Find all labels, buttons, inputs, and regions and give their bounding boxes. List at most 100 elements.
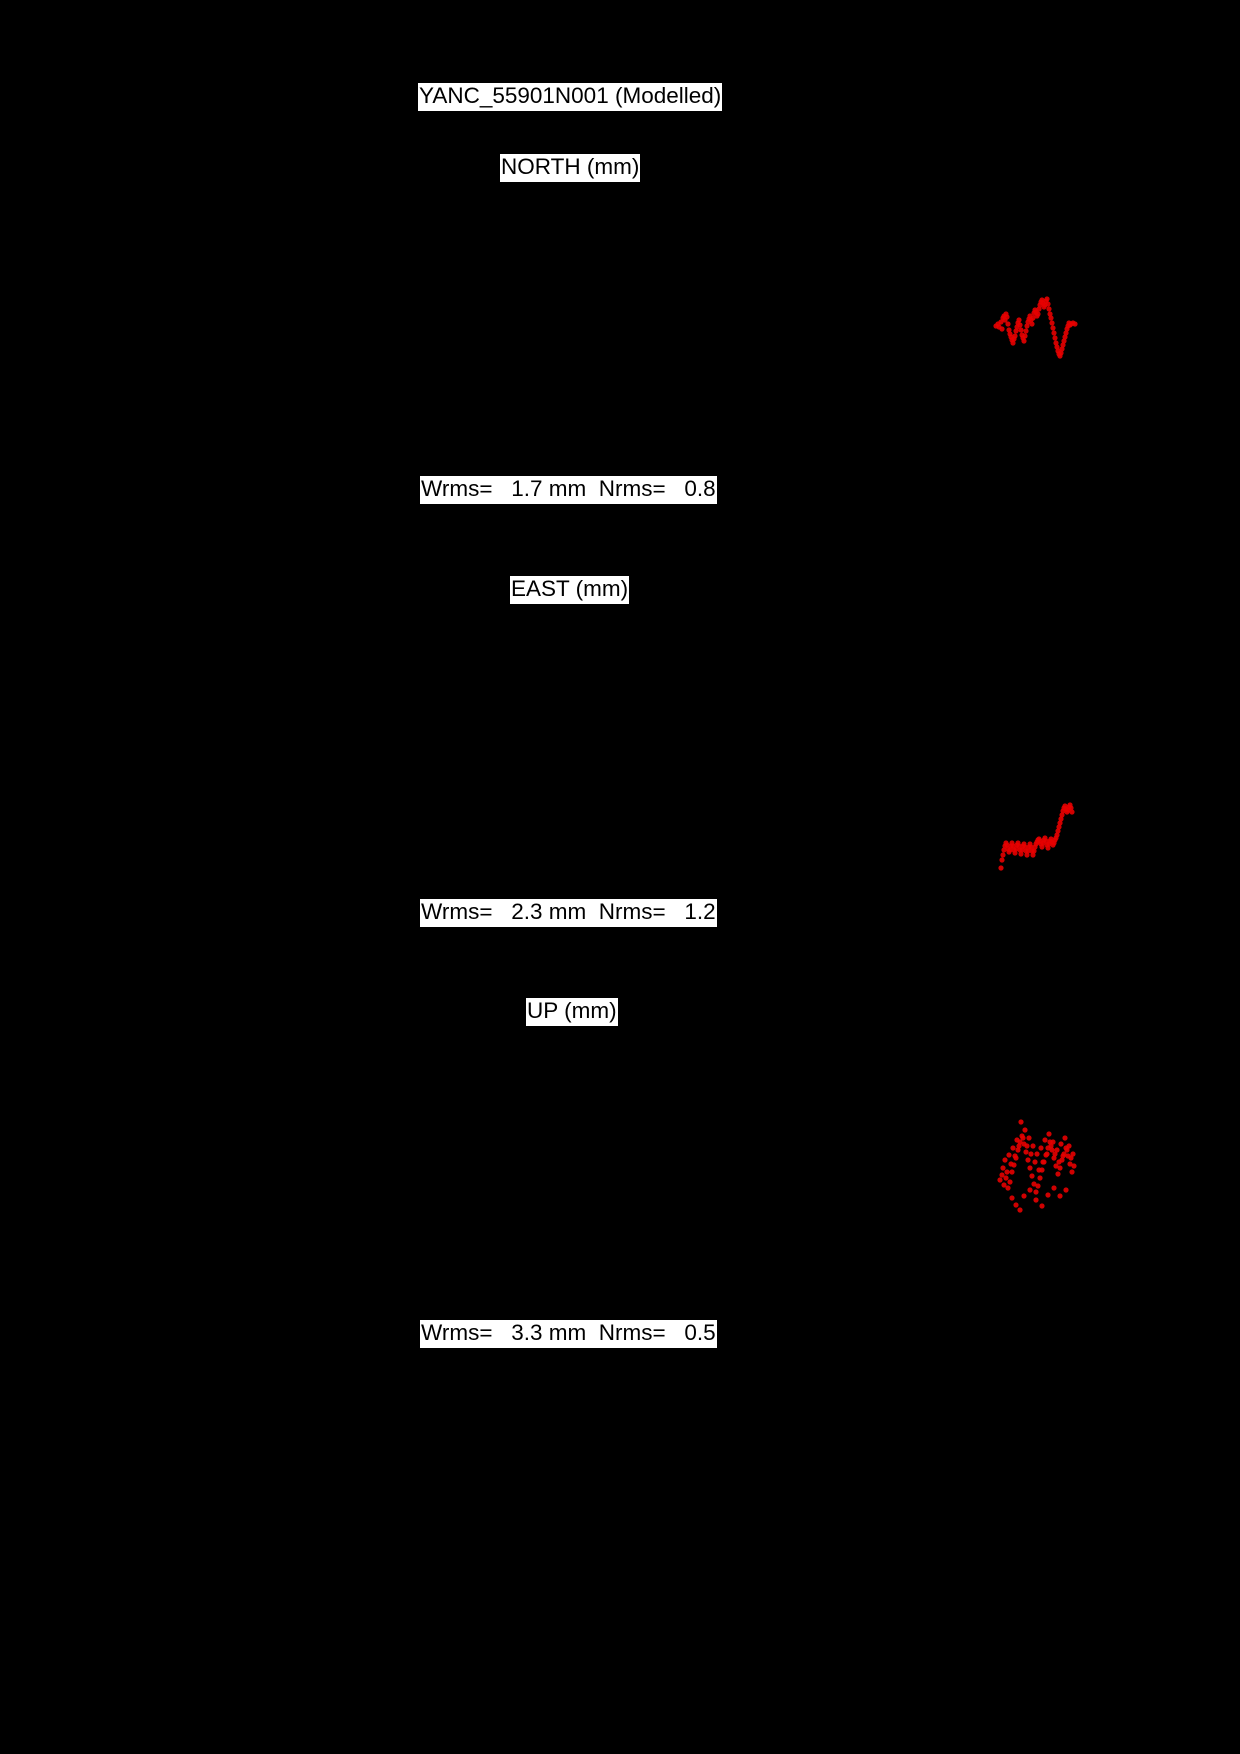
panel-north [0,200,1240,500]
data-point [1026,1135,1032,1141]
data-point [1010,1145,1016,1151]
data-point [1058,1141,1064,1147]
data-point [1005,321,1011,327]
data-point [1030,315,1036,321]
data-point [1052,335,1058,341]
data-point [1016,317,1022,323]
data-point [1057,1193,1063,1199]
data-point [1066,1143,1072,1149]
data-point [1036,1167,1042,1173]
stats-up: Wrms= 3.3 mm Nrms= 0.5 [420,1320,717,1348]
data-point [1042,1137,1048,1143]
data-point [1052,1151,1058,1157]
data-point [1055,828,1061,834]
data-point [1009,1169,1015,1175]
data-point [1005,1185,1011,1191]
data-point [1069,809,1075,815]
data-point [1039,844,1045,850]
data-point [1030,852,1036,858]
data-point [1010,340,1016,346]
data-point [1032,1159,1038,1165]
scatter-north [993,296,1078,359]
data-point [1045,301,1051,307]
data-point [1001,847,1007,853]
stats-east: Wrms= 2.3 mm Nrms= 1.2 [420,899,717,927]
data-point [999,1172,1005,1178]
data-point [1022,844,1028,850]
data-point [998,865,1004,871]
data-point [1053,340,1059,346]
data-point [1056,1159,1062,1165]
scatter-east [998,802,1075,871]
data-point [1031,848,1037,854]
data-point [1059,346,1065,352]
data-point [1051,1155,1057,1161]
panel-east [0,620,1240,920]
data-point [1038,1145,1044,1151]
data-point [1018,327,1024,333]
data-point [1006,327,1012,333]
data-point [1003,1175,1009,1181]
data-point [1008,1161,1014,1167]
data-point [1047,311,1053,317]
data-point [999,326,1005,332]
data-point [1018,1119,1024,1125]
data-point [1007,847,1013,853]
data-point [1023,328,1029,334]
data-point [1000,852,1006,858]
data-point [1029,321,1035,327]
data-point [1070,1151,1076,1157]
data-point [1060,1153,1066,1159]
data-point [1024,852,1030,858]
data-point [1068,805,1074,811]
data-point [1015,1147,1021,1153]
data-point [1035,1183,1041,1189]
data-point [1053,1163,1059,1169]
data-point [1028,844,1034,850]
data-point [1034,1151,1040,1157]
data-point [1033,1197,1039,1203]
data-point [1039,1203,1045,1209]
data-point [1012,1153,1018,1159]
data-point [1054,1147,1060,1153]
data-point [1056,824,1062,830]
data-point [1009,1195,1015,1201]
data-point [1002,1157,1008,1163]
data-point [1049,1147,1055,1153]
data-point [1057,1165,1063,1171]
data-point [1007,1179,1013,1185]
data-point [1054,832,1060,838]
data-point [1027,1165,1033,1171]
data-point [1060,342,1066,348]
data-point [1014,1137,1020,1143]
data-point [1029,1173,1035,1179]
data-point [1035,311,1041,317]
data-point [1058,816,1064,822]
data-point [1004,314,1010,320]
data-point [1016,843,1022,849]
data-point [1062,334,1068,340]
data-point [1050,1139,1056,1145]
data-point [1000,1165,1006,1171]
axis-label-east: EAST (mm) [510,576,630,604]
data-point [1004,842,1010,848]
scatter-up [997,1119,1077,1213]
data-point [1012,850,1018,856]
data-point [1067,1161,1073,1167]
data-point [1040,1159,1046,1165]
data-point [1057,820,1063,826]
data-point [1023,1149,1029,1155]
data-point [1050,325,1056,331]
data-point [1068,1155,1074,1161]
data-point [1024,1143,1030,1149]
data-point [1055,1171,1061,1177]
panel-up [0,1040,1240,1340]
data-point [1048,1143,1054,1149]
data-point [1006,1152,1012,1158]
data-point [1025,848,1031,854]
data-point [1072,321,1078,327]
data-point [1030,1143,1036,1149]
data-point [1022,1127,1028,1133]
data-point [1046,1131,1052,1137]
